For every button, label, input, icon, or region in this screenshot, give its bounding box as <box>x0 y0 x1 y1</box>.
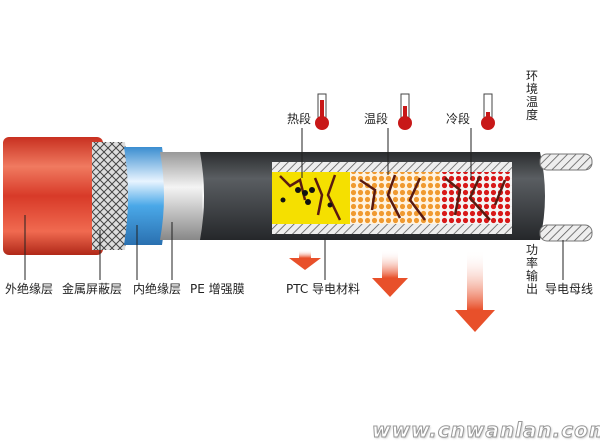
label-bus-wire: 导电母线 <box>545 282 594 296</box>
conductive-paths <box>279 174 507 221</box>
label-ptc-material: PTC 导电材料 <box>286 282 361 296</box>
bus-wire-ends <box>539 153 593 242</box>
heat-arrow-large <box>455 250 495 332</box>
label-inner-insulation: 内绝缘层 <box>133 282 182 296</box>
cold-section-ptc <box>440 172 512 224</box>
thermometer-icon-hot <box>315 93 329 130</box>
label-power-output: 功率输出 <box>526 243 539 296</box>
bus-wire-top <box>272 162 512 172</box>
black-particles <box>280 187 333 208</box>
thermometer-icon-cold <box>481 93 495 130</box>
leader-lines <box>24 128 564 280</box>
label-cold-section: 冷段 <box>446 112 471 126</box>
label-metal-shield: 金属屏蔽层 <box>62 282 123 296</box>
label-warm-section: 温段 <box>364 112 389 126</box>
heat-arrow-small <box>289 250 321 270</box>
label-pe-film: PE 增强膜 <box>190 282 245 296</box>
thermometer-icon-warm <box>398 93 412 130</box>
label-ambient-temp: 环境温度 <box>526 69 539 122</box>
pe-film-layer <box>160 152 205 240</box>
label-hot-section: 热段 <box>287 112 312 126</box>
metal-shield-layer <box>92 142 129 250</box>
inner-insulation-layer <box>124 147 166 245</box>
label-outer-insulation: 外绝缘层 <box>5 282 54 296</box>
warm-section-ptc <box>350 172 440 224</box>
heat-arrow-medium <box>372 250 408 297</box>
watermark: www.cnwanlan.com <box>372 418 600 443</box>
outer-insulation-layer <box>3 137 103 255</box>
bus-wire-bottom <box>272 224 512 234</box>
